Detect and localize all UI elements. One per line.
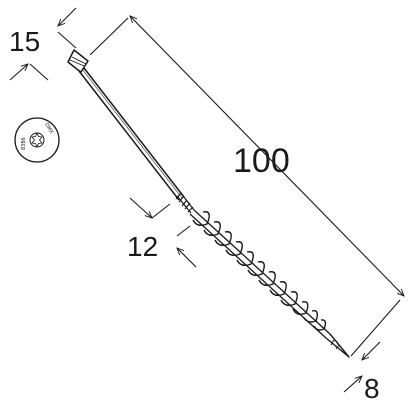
length-label: 100 <box>233 142 290 180</box>
head-marking-line1: DMX <box>43 122 54 136</box>
torx-head-icon: DMX 8386 <box>14 117 60 163</box>
thread-dimension <box>129 197 197 268</box>
length-dimension <box>89 16 404 357</box>
shank-diameter-label: 8 <box>364 373 380 404</box>
head-marking-line2: 8386 <box>21 137 27 150</box>
head-diameter-label: 15 <box>9 26 40 57</box>
shank-diameter-dimension <box>343 341 381 393</box>
thread-label: 12 <box>127 231 158 262</box>
head-diameter-dimension <box>9 7 77 81</box>
